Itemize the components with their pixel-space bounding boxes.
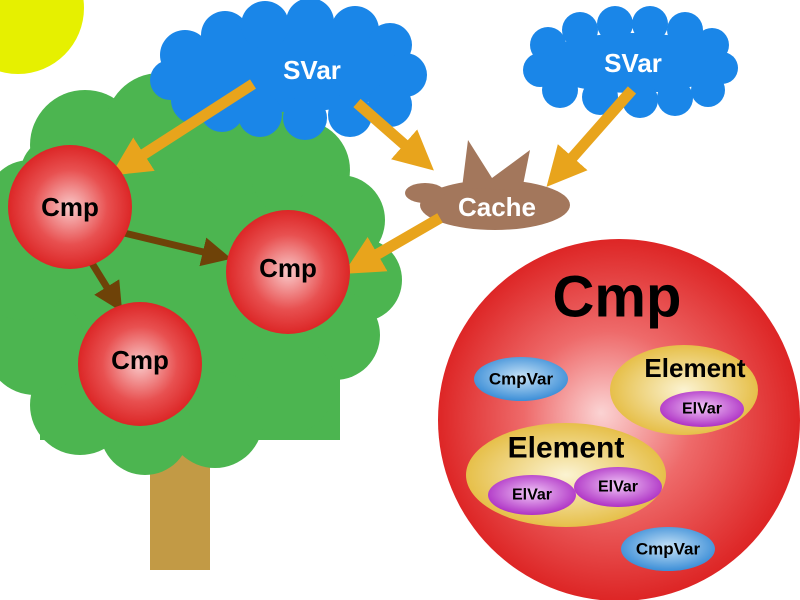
brown-arrows bbox=[87, 228, 232, 312]
cmpvar-label-2: CmpVar bbox=[636, 540, 701, 559]
elvar-bubble-2b bbox=[574, 467, 662, 507]
arrow-svar-to-cache bbox=[353, 98, 434, 171]
cache-label: Cache bbox=[458, 192, 536, 222]
svar-cloud-right bbox=[523, 6, 738, 118]
element-label-1: Element bbox=[644, 353, 745, 383]
cmp-node-top bbox=[8, 145, 132, 269]
cmp-node-bottom bbox=[78, 302, 202, 426]
arrow-cache-to-cmp-middle bbox=[343, 213, 443, 274]
arrow-cmp-top-to-middle bbox=[119, 228, 232, 267]
arrow-cmp-top-to-bottom bbox=[87, 258, 123, 312]
svar-label-right: SVar bbox=[604, 48, 662, 78]
svar-cloud-left bbox=[150, 0, 427, 140]
gold-arrows bbox=[110, 79, 637, 274]
cmp-node-middle bbox=[226, 210, 350, 334]
cmpvar-label-1: CmpVar bbox=[489, 370, 554, 389]
elvar-bubble-1a bbox=[660, 391, 744, 427]
svar-label-left: SVar bbox=[283, 55, 341, 85]
arrow-svar-right-to-cache bbox=[546, 86, 637, 187]
elvar-label-2a: ElVar bbox=[512, 487, 552, 504]
elvar-label-1a: ElVar bbox=[682, 401, 722, 418]
cmp-node-top-label: Cmp bbox=[41, 192, 99, 222]
element-label-2: Element bbox=[508, 432, 625, 465]
elvar-bubble-2a bbox=[488, 475, 576, 515]
cache-shape bbox=[405, 140, 570, 230]
big-cmp-title: Cmp bbox=[553, 265, 682, 330]
cmpvar-bubble-2 bbox=[621, 527, 715, 571]
elvar-label-2b: ElVar bbox=[598, 479, 638, 496]
sun bbox=[0, 0, 84, 74]
cmp-node-bottom-label: Cmp bbox=[111, 345, 169, 375]
cmp-node-middle-label: Cmp bbox=[259, 253, 317, 283]
arrow-svar-to-cmp-top bbox=[110, 79, 256, 176]
cmpvar-bubble-1 bbox=[474, 357, 568, 401]
